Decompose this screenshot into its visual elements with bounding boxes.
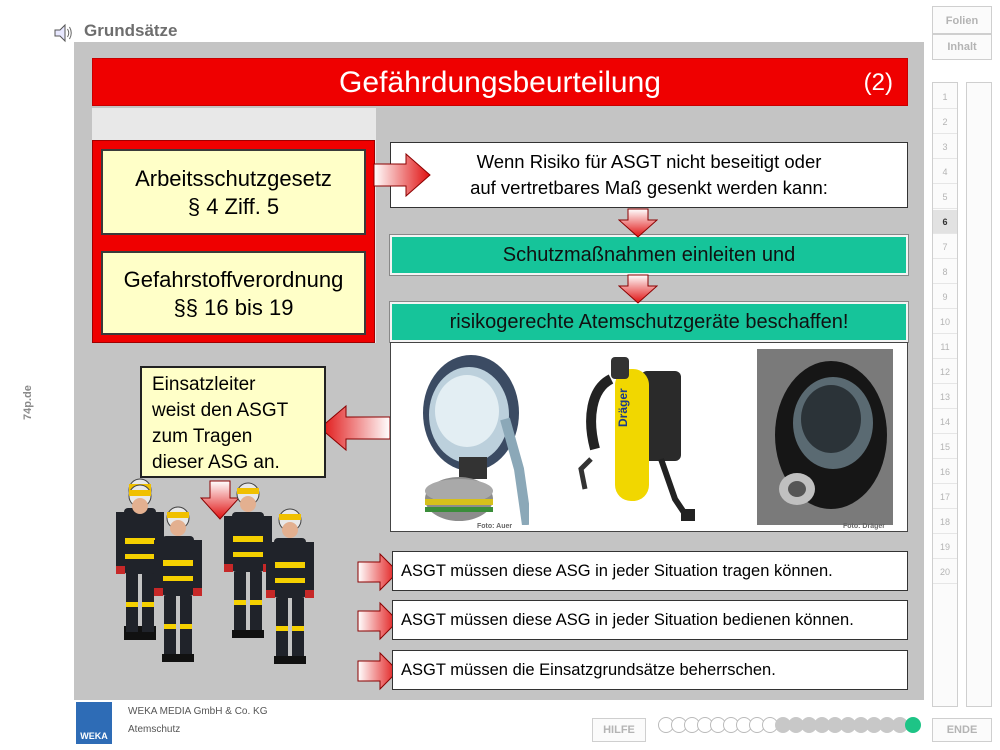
slide-progress-dots (658, 717, 921, 733)
side-watermark: 74p.de (22, 352, 42, 420)
slide-number-5[interactable]: 5 (933, 185, 957, 209)
slide-number-11[interactable]: 11 (933, 335, 957, 359)
risk-line1: Wenn Risiko für ASGT nicht beseitigt ode… (476, 151, 822, 172)
requirement-item-2: ASGT müssen diese ASG in jeder Situation… (392, 600, 908, 640)
law-box-arbeitsschutz: Arbeitsschutzgesetz § 4 Ziff. 5 (101, 149, 366, 235)
slide-number-9[interactable]: 9 (933, 285, 957, 309)
law1-line1: Arbeitsschutzgesetz (135, 166, 332, 191)
slide-number-20[interactable]: 20 (933, 560, 957, 584)
full-face-mask-image (423, 355, 529, 525)
arrow-left-icon (319, 404, 391, 452)
law1-line2: § 4 Ziff. 5 (187, 194, 280, 219)
leader-line2: weist den ASGT (152, 400, 289, 421)
slide-number-18[interactable]: 18 (933, 510, 957, 534)
arrow-right-icon (357, 552, 399, 592)
slide-number-6[interactable]: 6 (933, 210, 957, 234)
product-name: Atemschutz (128, 724, 181, 735)
arrow-right-icon (373, 152, 431, 198)
slide-number-14[interactable]: 14 (933, 410, 957, 434)
hilfe-button[interactable]: HILFE (592, 718, 646, 742)
slide-number-19[interactable]: 19 (933, 535, 957, 559)
firefighters-illustration (115, 478, 315, 665)
slide-part-number: (2) (863, 69, 893, 96)
slide-title-bar: Gefährdungsbeurteilung (2) (92, 58, 908, 106)
progress-dot-20 (905, 717, 921, 733)
arrow-down-icon (200, 480, 240, 520)
weka-logo-text: WEKA (80, 731, 108, 741)
slide-number-4[interactable]: 4 (933, 160, 957, 184)
risk-line2: auf vertretbares Maß gesenkt werden kann… (470, 177, 828, 198)
law-frame: Arbeitsschutzgesetz § 4 Ziff. 5 Gefahrst… (92, 140, 375, 343)
slide-number-10[interactable]: 10 (933, 310, 957, 334)
leader-line4: dieser ASG an. (152, 452, 280, 473)
measure-box: Schutzmaßnahmen einleiten und (389, 234, 909, 276)
arrow-down-icon (618, 274, 658, 304)
requirement-item-3: ASGT müssen die Einsatzgrundsätze beherr… (392, 650, 908, 690)
equipment-photo-panel: Dräger Foto: Auer Foto: Dräger (390, 342, 908, 532)
leader-line3: zum Tragen (152, 426, 253, 447)
law-box-gefahrstoff: Gefahrstoffverordnung §§ 16 bis 19 (101, 251, 366, 335)
section-title: Grundsätze (84, 21, 178, 40)
requirement-item-1: ASGT müssen diese ASG in jeder Situation… (392, 551, 908, 591)
arrow-right-icon (357, 651, 399, 691)
slide-number-15[interactable]: 15 (933, 435, 957, 459)
photo-caption-auer: Foto: Auer (477, 523, 513, 530)
company-name: WEKA MEDIA GmbH & Co. KG (128, 706, 268, 717)
arrow-right-icon (357, 601, 399, 641)
slide-title: Gefährdungsbeurteilung (339, 66, 661, 99)
risk-box: Wenn Risiko für ASGT nicht beseitigt ode… (390, 142, 908, 208)
device-brand-label: Dräger (616, 388, 630, 427)
slide-number-7[interactable]: 7 (933, 235, 957, 259)
slide-number-16[interactable]: 16 (933, 460, 957, 484)
inhalt-button[interactable]: Inhalt (932, 34, 992, 60)
law2-line1: Gefahrstoffverordnung (123, 267, 344, 292)
speaker-icon[interactable] (52, 22, 74, 44)
slide-number-3[interactable]: 3 (933, 135, 957, 159)
slide-number-13[interactable]: 13 (933, 385, 957, 409)
ende-button[interactable]: ENDE (932, 718, 992, 742)
slide-number-1[interactable]: 1 (933, 85, 957, 109)
full-face-mask-dark-image (775, 361, 887, 509)
weka-logo: WEKA (76, 702, 112, 744)
slide-scrollbar[interactable] (966, 82, 992, 707)
leader-instruction-box: Einsatzleiter weist den ASGT zum Tragen … (140, 366, 326, 478)
slide-number-12[interactable]: 12 (933, 360, 957, 384)
law2-line2: §§ 16 bis 19 (173, 295, 294, 320)
folien-button[interactable]: Folien (932, 6, 992, 34)
slide-number-2[interactable]: 2 (933, 110, 957, 134)
equipment-box: risikogerechte Atemschutzgeräte beschaff… (389, 301, 909, 343)
leader-line1: Einsatzleiter (152, 374, 256, 395)
photo-caption-draeger: Foto: Dräger (843, 523, 885, 530)
side-watermark-text: 74p.de (22, 385, 34, 420)
slide-number-17[interactable]: 17 (933, 485, 957, 509)
arrow-down-icon (618, 208, 658, 238)
breathing-apparatus-image: Dräger (578, 357, 695, 521)
slide-number-8[interactable]: 8 (933, 260, 957, 284)
